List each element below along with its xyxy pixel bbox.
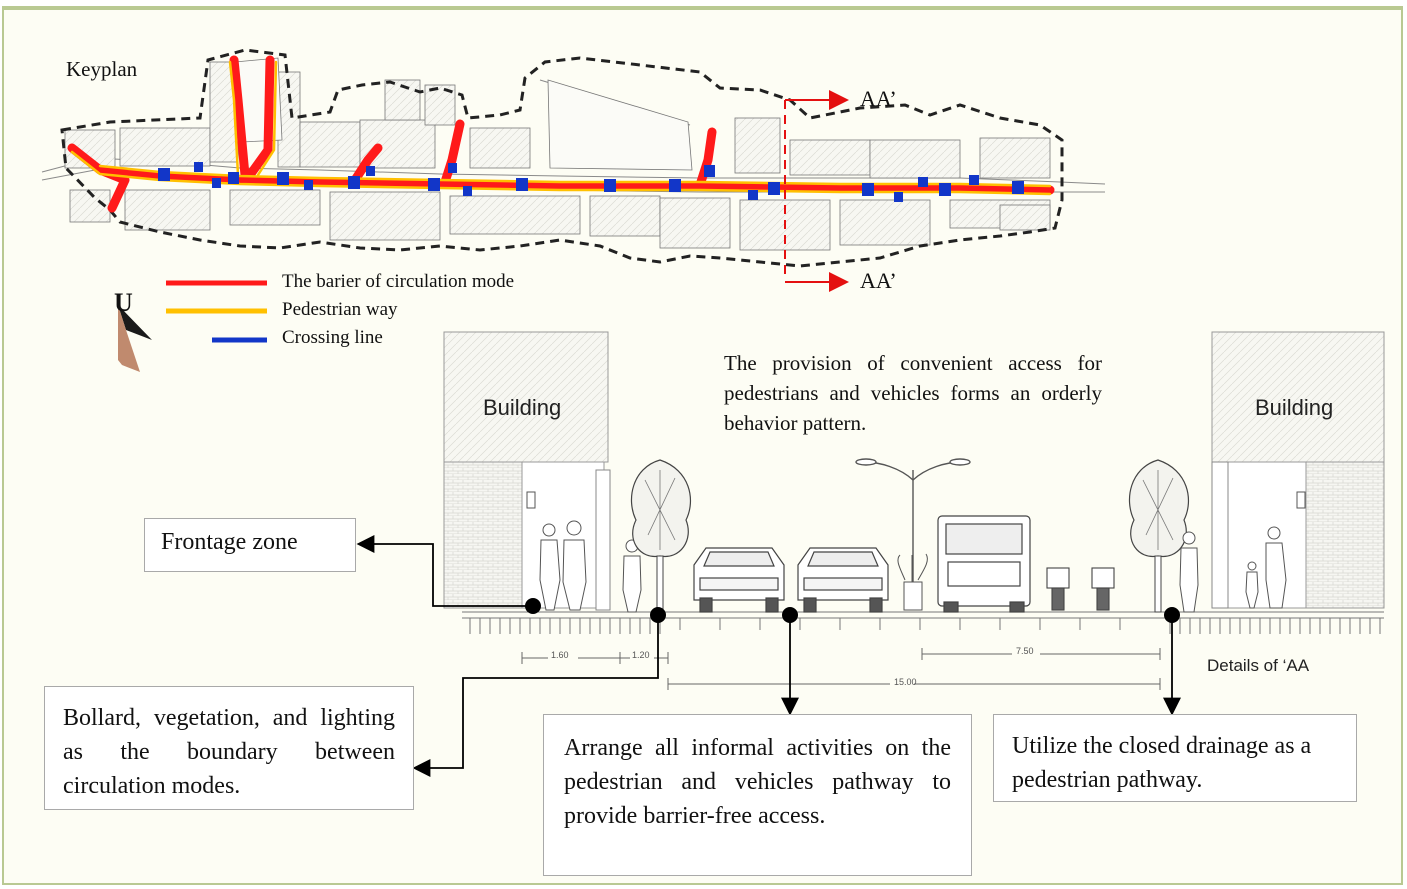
ground [462, 611, 1384, 634]
callout-bollard: Bollard, vegetation, and lighting as the… [44, 686, 414, 810]
pedestrians-left [539, 520, 642, 613]
legend-label-pedestrian: Pedestrian way [282, 299, 398, 320]
tree-right [1128, 459, 1190, 613]
legend-swatches [166, 280, 267, 343]
car-left [693, 547, 785, 613]
callout-anchor-dots [525, 598, 1180, 623]
dim-1-20: 1.20 [632, 650, 650, 660]
building-right [1211, 331, 1385, 609]
street-section [356, 331, 1385, 777]
dimension-lines [521, 648, 1161, 690]
section-marker-bottom: AA’ [860, 268, 897, 293]
motorbikes [1046, 567, 1115, 611]
legend-label-crossing: Crossing line [282, 327, 383, 348]
connector-frontage [356, 535, 533, 607]
building-left [443, 331, 611, 611]
callout-connectors [356, 535, 1181, 777]
keyplan-map [41, 48, 1106, 292]
tree-left [630, 459, 692, 613]
pedestrians-right [1179, 526, 1287, 613]
details-label: Details of ‘AA [1207, 656, 1310, 675]
connector-bollard [412, 615, 659, 777]
planter [897, 553, 928, 611]
dim-1-60: 1.60 [551, 650, 569, 660]
truck-front [937, 515, 1031, 613]
compass-letter: U [114, 288, 133, 317]
building-right-label: Building [1255, 395, 1334, 420]
callout-drainage: Utilize the closed drainage as a pedestr… [993, 714, 1357, 802]
center-note: The provision of convenient access for p… [724, 351, 1102, 435]
compass-icon [118, 305, 152, 372]
section-marker-top: AA’ [860, 86, 897, 111]
section-cut-aa [784, 90, 849, 292]
callout-frontage-zone: Frontage zone [144, 518, 356, 572]
callout-informal: Arrange all informal activities on the p… [543, 714, 972, 876]
building-left-label: Building [483, 395, 562, 420]
dim-15-00: 15.00 [894, 677, 917, 687]
dim-7-50: 7.50 [1016, 646, 1034, 656]
building-blocks [64, 61, 1051, 251]
study-area-boundary [60, 48, 1064, 268]
crossing-markers [158, 162, 1024, 202]
keyplan-label: Keyplan [66, 57, 138, 81]
car-right [797, 547, 889, 613]
legend-label-barrier: The barier of circulation mode [282, 271, 515, 292]
street-lamp [855, 458, 971, 600]
